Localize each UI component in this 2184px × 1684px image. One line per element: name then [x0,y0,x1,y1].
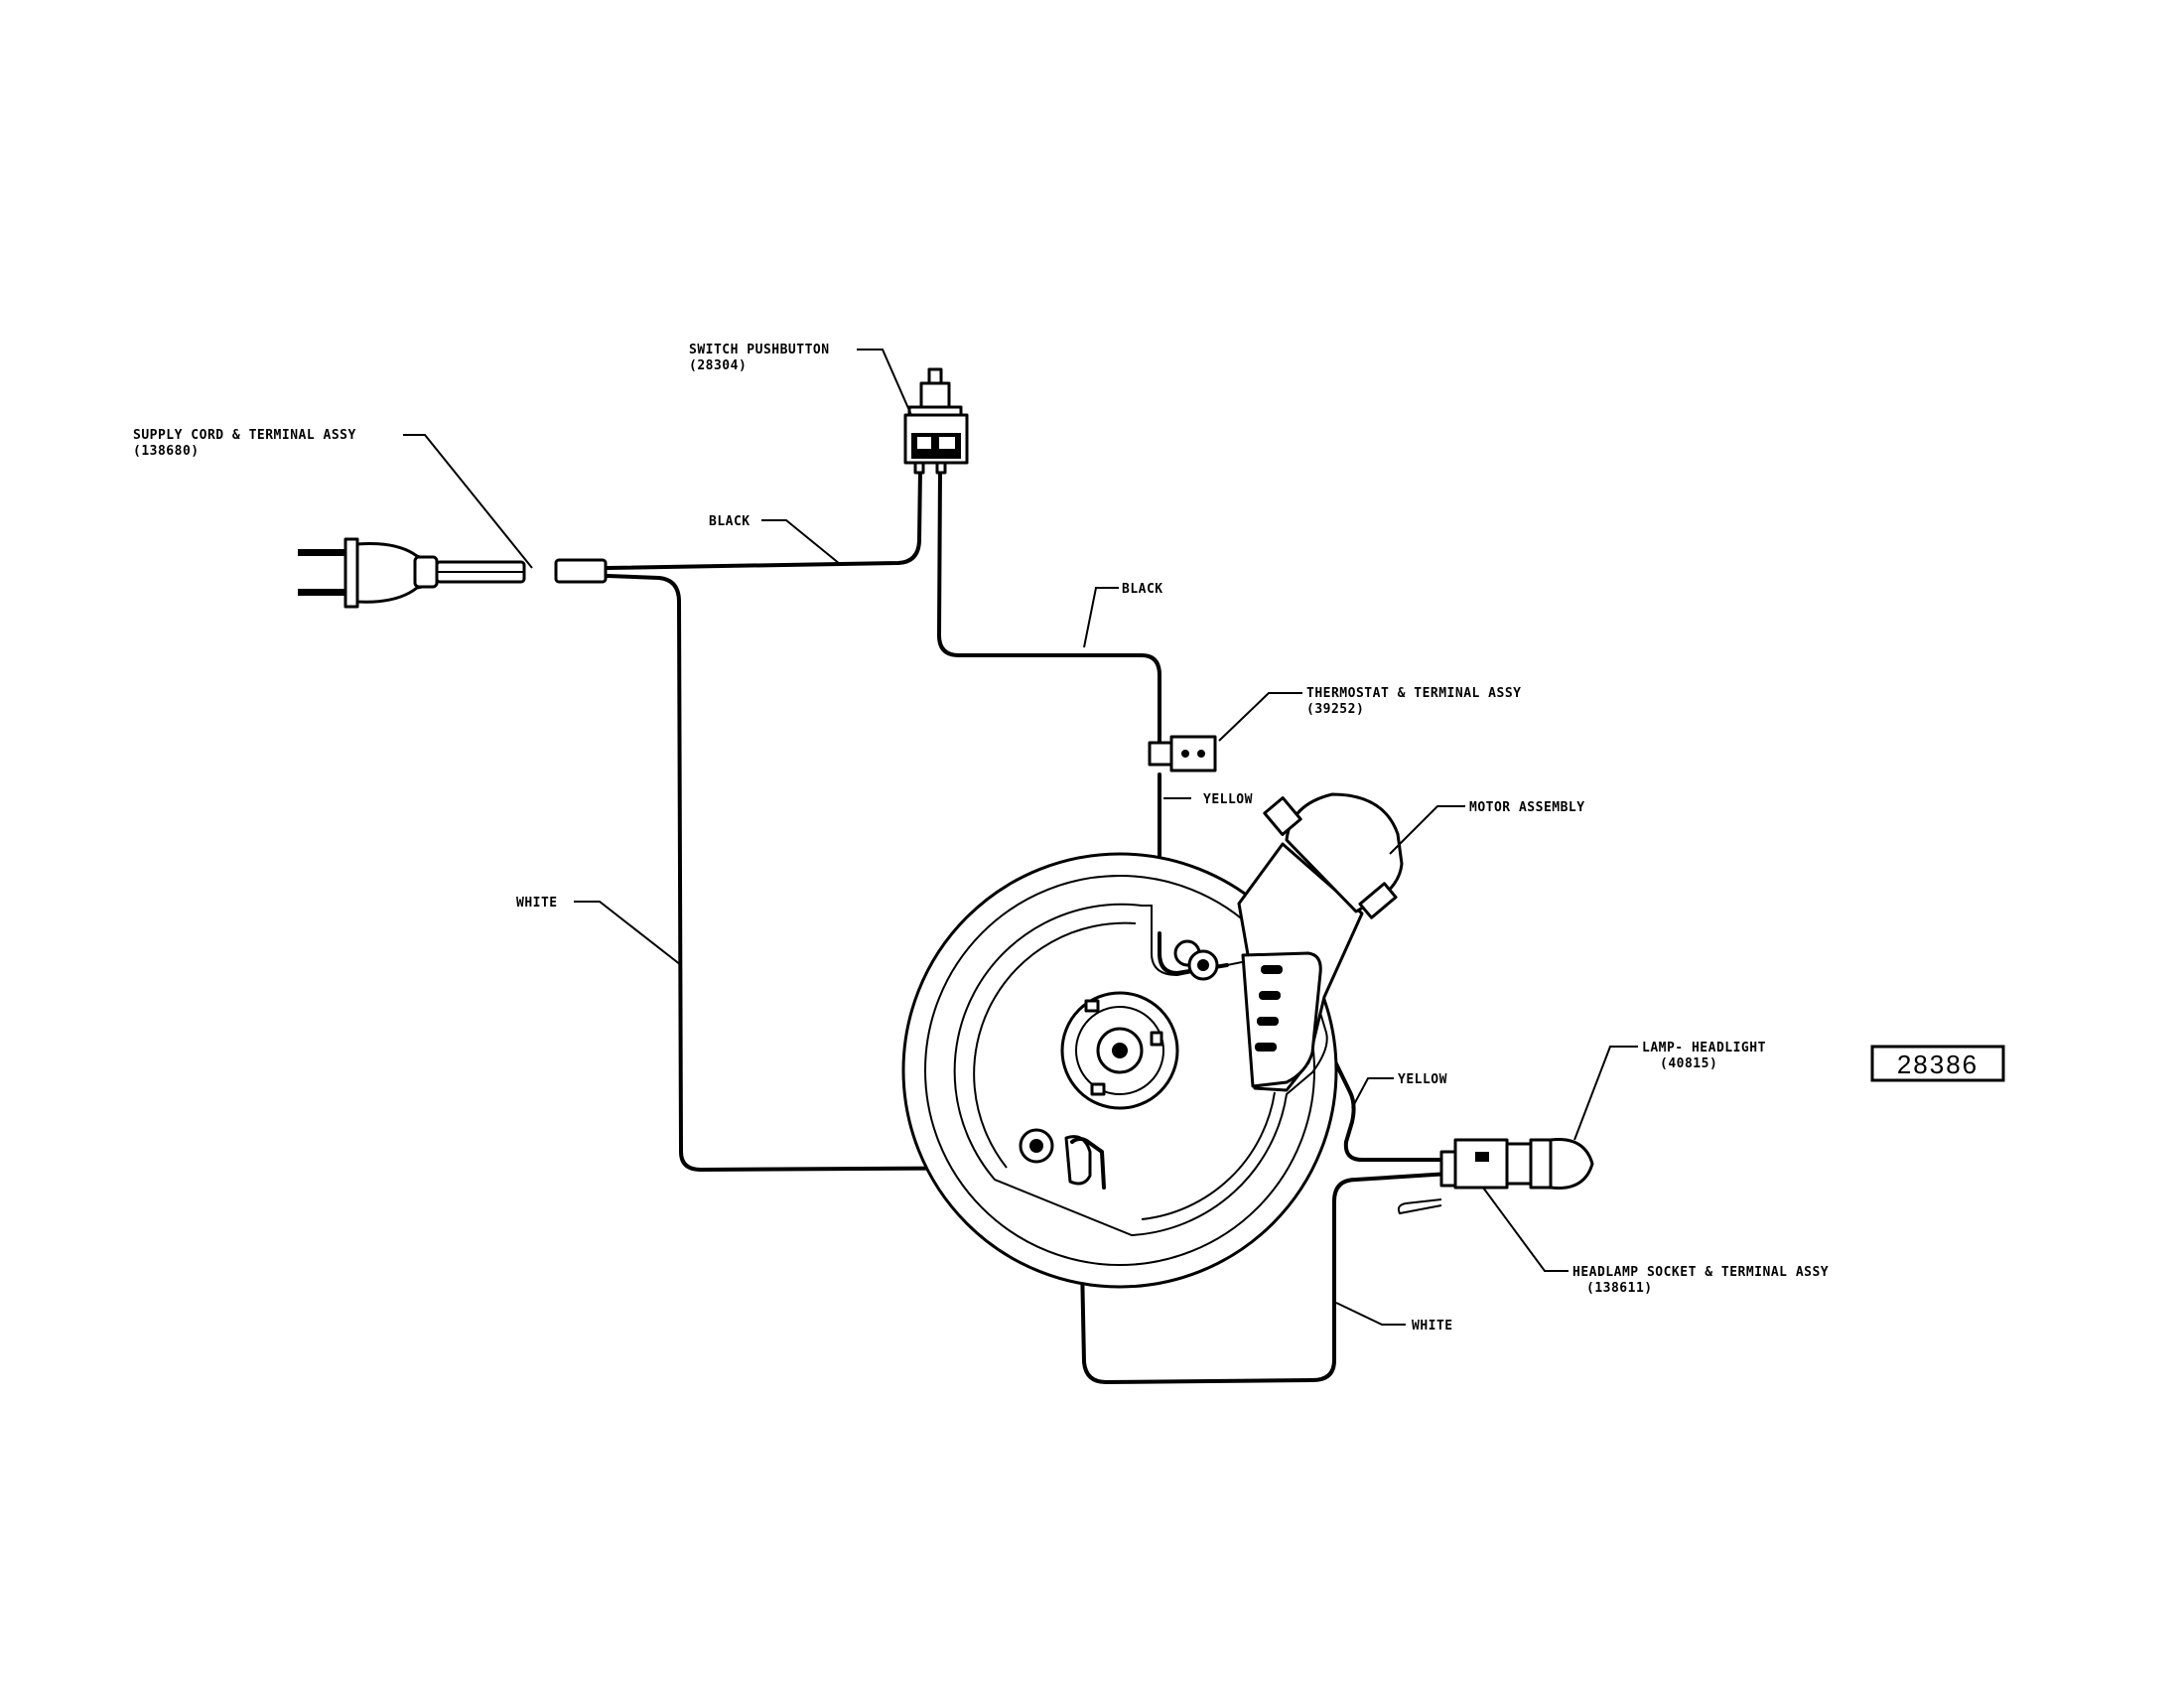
motor-terminal-top-right-dot [1197,959,1209,971]
leader-switch [857,349,912,416]
switch-terminal-left [917,437,931,449]
supply-cord-plug [298,537,608,609]
label-lamp-part: (40815) [1660,1056,1717,1071]
motor-terminal-bottom-clip [1064,1135,1092,1186]
label-thermostat: THERMOSTAT & TERMINAL ASSY [1306,686,1522,701]
socket-body [1453,1138,1509,1190]
thermostat-pin-right [1197,750,1205,758]
socket-lead [1439,1150,1457,1188]
bracket-slot-3 [1257,1017,1279,1026]
leader-white-bottom [1335,1302,1406,1326]
motor-terminal-bottom-left-dot [1029,1139,1043,1153]
motor-housing [901,792,1404,1289]
wire-white-bottom [1078,1165,1451,1384]
thermostat-pin-left [1181,750,1189,758]
hub-mid [1075,1006,1164,1095]
label-supply-cord-part: (138680) [133,444,200,459]
label-lamp: LAMP- HEADLIGHT [1642,1041,1766,1055]
switch-terminal-right [939,437,955,449]
label-wire-white-bottom: WHITE [1412,1319,1453,1333]
switch-pushbutton [903,367,969,475]
leader-lines [403,349,1638,1326]
wire-white-left [606,574,1044,1172]
cord-terminal-sleeve [554,558,608,584]
label-thermostat-part: (39252) [1306,702,1364,717]
label-wire-yellow-thermostat: YELLOW [1203,792,1253,807]
leader-supply-cord [403,434,533,569]
lamp-bulb [1549,1138,1594,1190]
label-wire-black-lower: BLACK [1122,582,1163,597]
socket-rim [1505,1142,1533,1186]
label-socket: HEADLAMP SOCKET & TERMINAL ASSY [1572,1265,1829,1280]
leader-socket [1482,1187,1569,1272]
lamp-base [1529,1138,1553,1190]
hub-center [1112,1043,1128,1058]
motor-end-plug [1358,882,1398,919]
wire-black-supply-to-switch [606,467,922,570]
plug-prong-bottom [298,589,347,596]
label-supply-cord: SUPPLY CORD & TERMINAL ASSY [133,428,356,443]
wiring [606,467,1451,1384]
reference-box: 28386 [1870,1045,2005,1082]
label-socket-part: (138611) [1586,1281,1653,1296]
motor-terminal-bottom-loop [1070,1137,1106,1190]
leader-white-left [574,901,682,966]
bracket-slot-1 [1261,965,1283,974]
leader-yellow-lamp [1351,1077,1394,1109]
label-wire-yellow-lamp: YELLOW [1398,1072,1447,1087]
plug-face [343,537,359,609]
label-wire-white-left: WHITE [516,896,558,911]
wire-yellow-motor-to-lamp [1326,1046,1451,1162]
label-switch: SWITCH PUSHBUTTON [689,343,830,357]
label-motor: MOTOR ASSEMBLY [1469,800,1585,815]
switch-lead-left [913,461,925,475]
motor-bracket [1241,951,1322,1088]
wire-black-switch-to-thermostat [937,467,1161,757]
leader-black-lower [1083,587,1119,648]
housing-plate [953,903,1328,1237]
leader-thermostat [1218,692,1302,742]
switch-lead-right [935,461,947,475]
label-wire-black-upper: BLACK [709,514,751,529]
housing-plate-inner [973,921,1137,1169]
motor-terminal-top-loop [1158,931,1229,975]
bracket-slot-2 [1259,991,1281,1000]
label-switch-part: (28304) [689,358,747,373]
leader-motor [1389,805,1465,855]
socket-spring-clip [1397,1198,1442,1215]
thermostat-connector [1148,741,1173,767]
hub-tab-top [1084,999,1100,1013]
motor-shaft-end [1263,796,1302,836]
thermostat-body [1169,735,1217,772]
bracket-slot-4 [1255,1043,1277,1052]
labels: SUPPLY CORD & TERMINAL ASSY (138680) SWI… [133,343,1829,1333]
plug-prong-top [298,549,347,556]
thermostat [1148,735,1217,772]
hub-tab-bottom [1090,1082,1106,1096]
motor-cap [1285,792,1404,913]
leader-lamp [1573,1046,1638,1141]
leader-black-upper [761,519,841,565]
switch-button-stem [919,381,951,411]
switch-button-cap [927,367,943,385]
socket-slot [1475,1152,1489,1162]
hub-tab-right [1150,1031,1163,1047]
reference-frame [1870,1045,2005,1082]
plug-boot [413,555,439,589]
housing-plate-inner-lower [1141,1091,1276,1220]
reference-number: 28386 [1897,1050,1979,1079]
headlamp [1397,1138,1594,1215]
